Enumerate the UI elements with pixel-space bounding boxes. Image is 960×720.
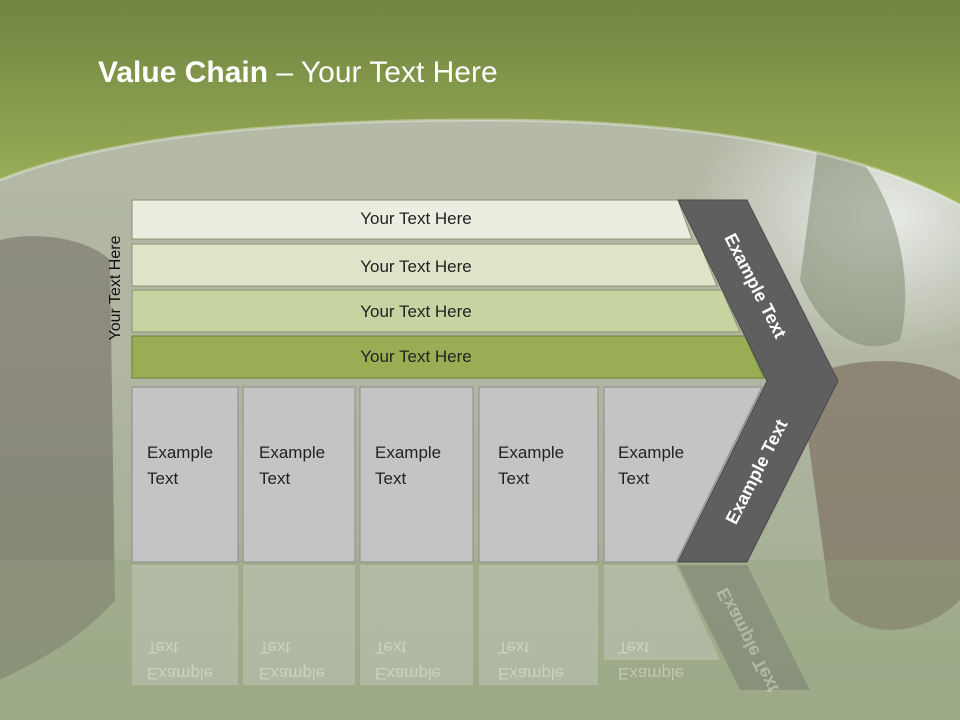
- box-4-line1: Example: [498, 443, 565, 462]
- bar-1-label: Your Text Here: [360, 209, 472, 228]
- box-3-reflection: Example Text: [375, 634, 470, 686]
- box-4-refl-line2: Text: [498, 638, 530, 657]
- bar-3-label: Your Text Here: [360, 302, 472, 321]
- box-3-line1: Example: [375, 443, 442, 462]
- bar-4-label: Your Text Here: [360, 347, 472, 366]
- bar-2: [131, 243, 718, 287]
- box-3: [359, 386, 474, 563]
- box-1: [131, 386, 239, 563]
- box-4: [478, 386, 599, 563]
- box-5-refl-line2: Text: [618, 638, 650, 657]
- box-1-line1: Example: [147, 443, 214, 462]
- box-5-refl-line1: Example: [618, 664, 685, 683]
- box-2-line1: Example: [259, 443, 326, 462]
- box-4-reflection: Example Text: [498, 634, 593, 686]
- box-1-reflection: Example Text: [147, 634, 242, 686]
- box-5: [603, 386, 763, 563]
- slide-title: Value Chain – Your Text Here: [98, 56, 498, 90]
- box-4-refl-line1: Example: [498, 664, 565, 683]
- box-4-line2: Text: [498, 469, 530, 488]
- box-2-reflection: Example Text: [259, 634, 354, 686]
- box-3-line2: Text: [375, 469, 407, 488]
- chevron-arrow: [677, 199, 839, 563]
- bar-2-label: Your Text Here: [360, 257, 472, 276]
- box-1-refl-line1: Example: [147, 664, 214, 683]
- box-5-reflection: Example Text: [618, 634, 713, 686]
- box-1-refl-line2: Text: [147, 638, 179, 657]
- bar-3: [131, 289, 741, 333]
- box-1-line2: Text: [147, 469, 179, 488]
- box-5-line1: Example: [618, 443, 685, 462]
- box-2-refl-line1: Example: [259, 664, 326, 683]
- reflection-group: [132, 565, 810, 690]
- title-bold: Value Chain: [98, 56, 269, 89]
- box-2-line2: Text: [259, 469, 291, 488]
- box-3-refl-line2: Text: [375, 638, 407, 657]
- box-2-refl-line2: Text: [259, 638, 291, 657]
- box-2: [242, 386, 356, 563]
- box-3-refl-line1: Example: [375, 664, 442, 683]
- title-rest: – Your Text Here: [268, 56, 498, 89]
- bar-1: [131, 199, 693, 240]
- box-5-line2: Text: [618, 469, 650, 488]
- bar-4: [131, 335, 765, 379]
